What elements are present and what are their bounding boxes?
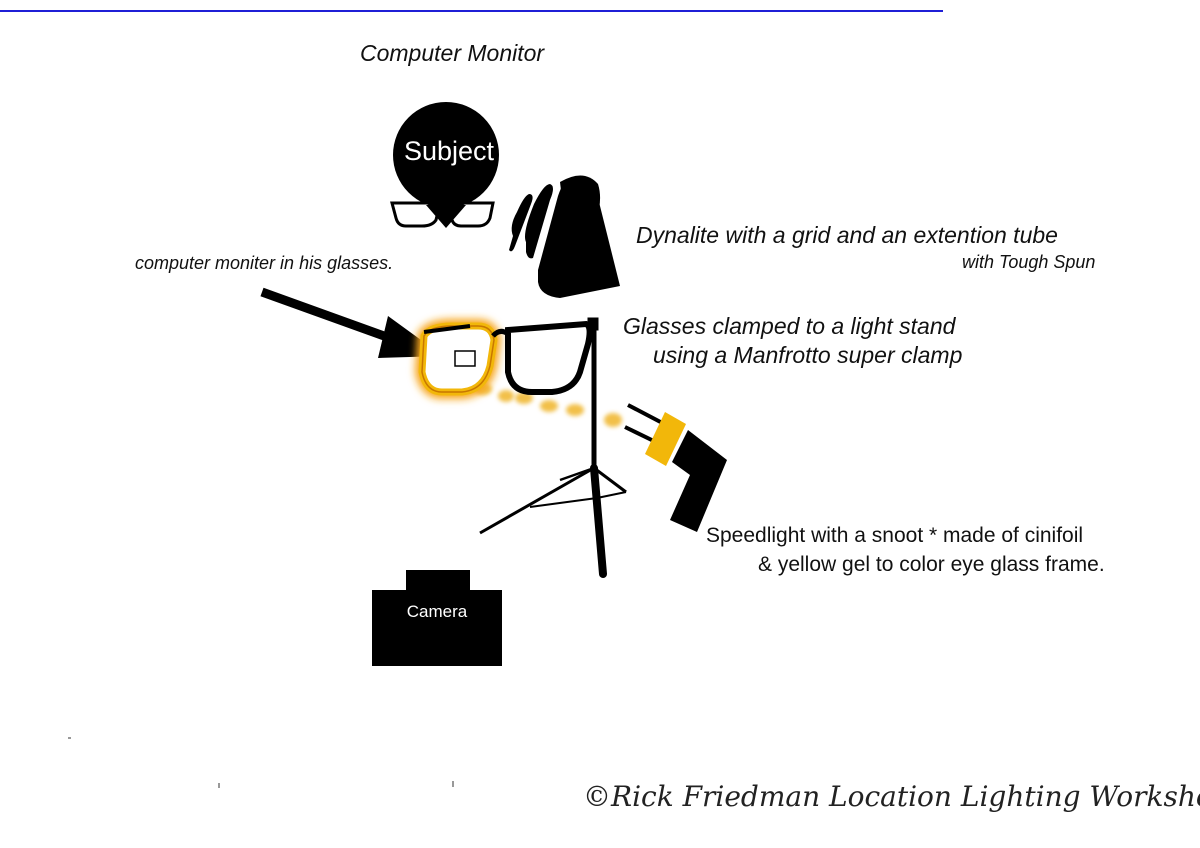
camera-icon [372,570,502,666]
dynalite-label: Dynalite with a grid and an extention tu… [636,222,1058,248]
speedlight-label-line1: Speedlight with a snoot * made of cinifo… [706,524,1084,547]
specks [68,737,454,788]
glasses-note-label: computer moniter in his glasses. [135,253,394,273]
arrow-icon [260,287,443,358]
clamp-label-line1: Glasses clamped to a light stand [623,313,956,339]
camera-label: Camera [406,602,468,621]
computer-monitor-label: Computer Monitor [360,40,545,66]
subject-label: Subject [403,136,495,166]
copyright-text: ©Rick Friedman Location Lighting Worksho… [583,780,1200,813]
monitor-reflection [454,350,476,367]
clamp-label-line2: using a Manfrotto super clamp [653,342,963,368]
gel-glow [474,383,622,427]
light-stand-icon [479,317,627,578]
speedlight-label-line2: & yellow gel to color eye glass frame. [758,553,1105,576]
subject-head-icon [393,102,499,228]
speedlight-icon [624,403,727,532]
yellow-gel [645,412,686,466]
glasses-icon [390,201,495,228]
dynalite-sub-label: with Tough Spun [962,252,1096,272]
clamped-glasses-icon [414,319,593,399]
dynalite-light-icon [509,175,620,298]
